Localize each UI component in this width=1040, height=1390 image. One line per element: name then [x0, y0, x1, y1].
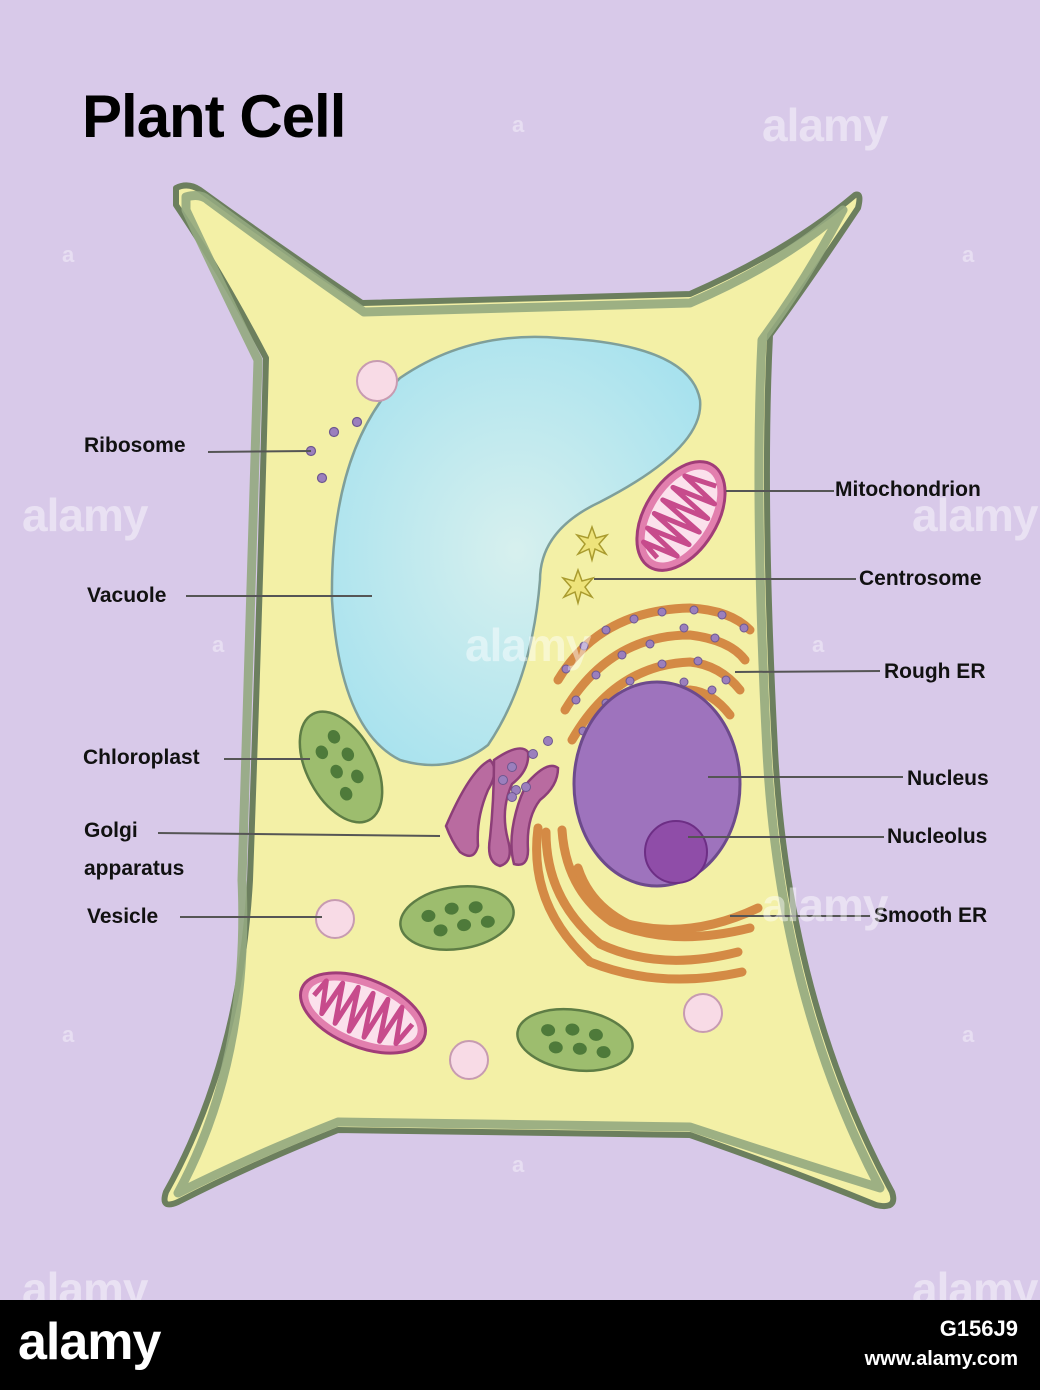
leader-lines	[157, 450, 903, 918]
nucleolus	[644, 820, 708, 884]
label-golgi: Golgi	[84, 819, 138, 842]
label-nucleus: Nucleus	[907, 767, 989, 790]
watermark-small: a	[62, 242, 75, 267]
plant-cell-illustration	[157, 182, 903, 1210]
brand-logo: alamy	[18, 1313, 161, 1371]
label-vacuole: Vacuole	[87, 584, 167, 607]
label-mitochondrion: Mitochondrion	[835, 478, 981, 501]
label-vesicle: Vesicle	[87, 905, 159, 928]
label-chloroplast: Chloroplast	[83, 746, 200, 769]
chloroplast	[399, 885, 515, 951]
label-rough-er: Rough ER	[884, 660, 986, 683]
centrosome	[560, 567, 596, 606]
label-smooth-er: Smooth ER	[874, 904, 988, 927]
vacuole	[330, 335, 702, 767]
mitochondrion	[635, 460, 727, 572]
watermark: alamy	[22, 489, 148, 541]
watermark: alamy	[762, 99, 888, 151]
diagram-title: Plant Cell	[82, 83, 346, 150]
mitochondrion	[298, 971, 428, 1055]
watermark-small: a	[962, 242, 975, 267]
watermark-small: a	[512, 112, 525, 137]
watermark: alamy	[465, 619, 591, 671]
watermark-small: a	[62, 1022, 75, 1047]
label-nucleolus: Nucleolus	[887, 825, 988, 848]
watermark-small: a	[512, 1152, 525, 1177]
cell-wall	[161, 182, 897, 1210]
label-golgi-apparatus: apparatus	[84, 857, 185, 880]
vesicle	[356, 360, 398, 402]
vesicle	[683, 993, 723, 1033]
label-ribosome: Ribosome	[84, 434, 186, 457]
chloroplast	[298, 710, 384, 824]
golgi-vesicles	[498, 736, 553, 802]
watermark: alamy	[912, 489, 1038, 541]
watermark-small: a	[962, 1022, 975, 1047]
golgi-apparatus	[444, 747, 560, 868]
watermark-small: a	[812, 632, 825, 657]
footer-bar: alamy G156J9 www.alamy.com	[0, 1300, 1040, 1390]
site-url: www.alamy.com	[864, 1348, 1018, 1370]
watermark-small: a	[212, 632, 225, 657]
centrosome	[574, 524, 610, 563]
vesicle	[449, 1040, 489, 1080]
smooth-er	[532, 823, 763, 984]
image-info: G156J9 www.alamy.com	[865, 1314, 1018, 1374]
watermark: alamy	[762, 879, 888, 931]
cell-membrane	[173, 191, 885, 1198]
rough-er-ribosomes	[561, 605, 749, 765]
vesicle	[315, 899, 355, 939]
image-id: G156J9	[939, 1316, 1018, 1341]
chloroplast	[516, 1007, 634, 1073]
label-centrosome: Centrosome	[859, 567, 982, 590]
